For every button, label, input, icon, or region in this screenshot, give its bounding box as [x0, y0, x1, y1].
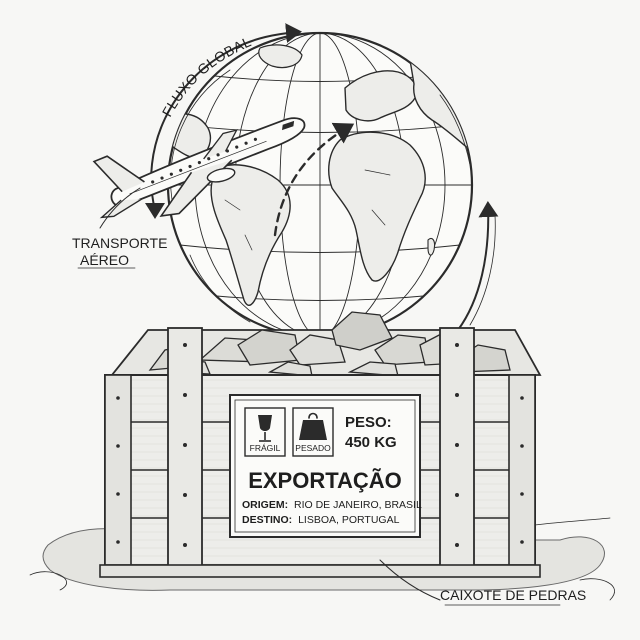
origin-label: ORIGEM: [242, 499, 288, 511]
origin-value: RIO DE JANEIRO, BRASIL [294, 499, 422, 511]
weight-label: PESO: [345, 414, 392, 431]
shipping-label: FRÁGIL PESADO PESO: 450 KG EXPORTAÇÃO OR… [229, 394, 422, 538]
destination-label: DESTINO: [242, 514, 292, 526]
weight-icon [299, 412, 327, 440]
export-title: EXPORTAÇÃO [248, 468, 402, 493]
route-dashed-arrow [273, 122, 355, 237]
right-curve-arrow [457, 201, 499, 331]
heavy-label: PESADO [295, 443, 331, 453]
fragile-label: FRÁGIL [250, 443, 281, 453]
crate-label: CAIXOTE DE PEDRAS [440, 587, 586, 603]
airplane-icon [92, 117, 306, 219]
wine-glass-icon [258, 415, 272, 442]
air-transport-label-line1: TRANSPORTE [72, 235, 167, 251]
air-transport-label-line2: AÉREO [80, 252, 129, 268]
globe-icon [166, 31, 474, 339]
destination-value: LISBOA, PORTUGAL [298, 514, 399, 526]
origin-line: ORIGEM: RIO DE JANEIRO, BRASIL [242, 499, 422, 511]
weight-value: 450 KG [345, 434, 397, 451]
destination-line: DESTINO: LISBOA, PORTUGAL [242, 514, 400, 526]
